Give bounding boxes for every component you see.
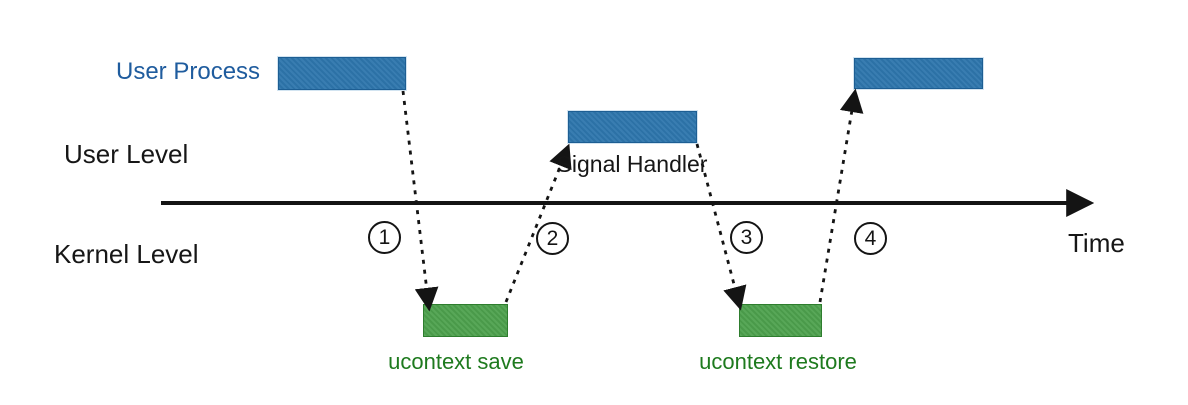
ucontext-save-label: ucontext save [388,349,524,374]
ucontext-restore-label: ucontext restore [699,349,857,374]
signal-handler-label: Signal Handler [556,151,708,177]
step-2-number: 2 [546,227,559,250]
time-axis-label: Time [1068,228,1125,258]
kernel-level-label: Kernel Level [54,239,199,269]
ucontext-save-box [423,304,508,337]
step-3-badge: 3 [730,221,763,254]
arrow-step4-kernel-to-user [818,88,864,303]
user-level-label: User Level [64,139,189,169]
step-2-badge: 2 [536,222,569,255]
ucontext-restore-box [739,304,822,337]
user-process-label: User Process [116,58,261,85]
step-1-number: 1 [378,226,391,249]
signal-handler-box [568,111,697,143]
user-process-box-resume [854,58,983,89]
step-1-badge: 1 [368,221,401,254]
step-4-number: 4 [864,227,877,250]
step-3-number: 3 [740,226,753,249]
arrow-step1-trap-to-kernel [401,90,439,312]
step-4-badge: 4 [854,222,887,255]
user-process-box-start [278,57,406,90]
